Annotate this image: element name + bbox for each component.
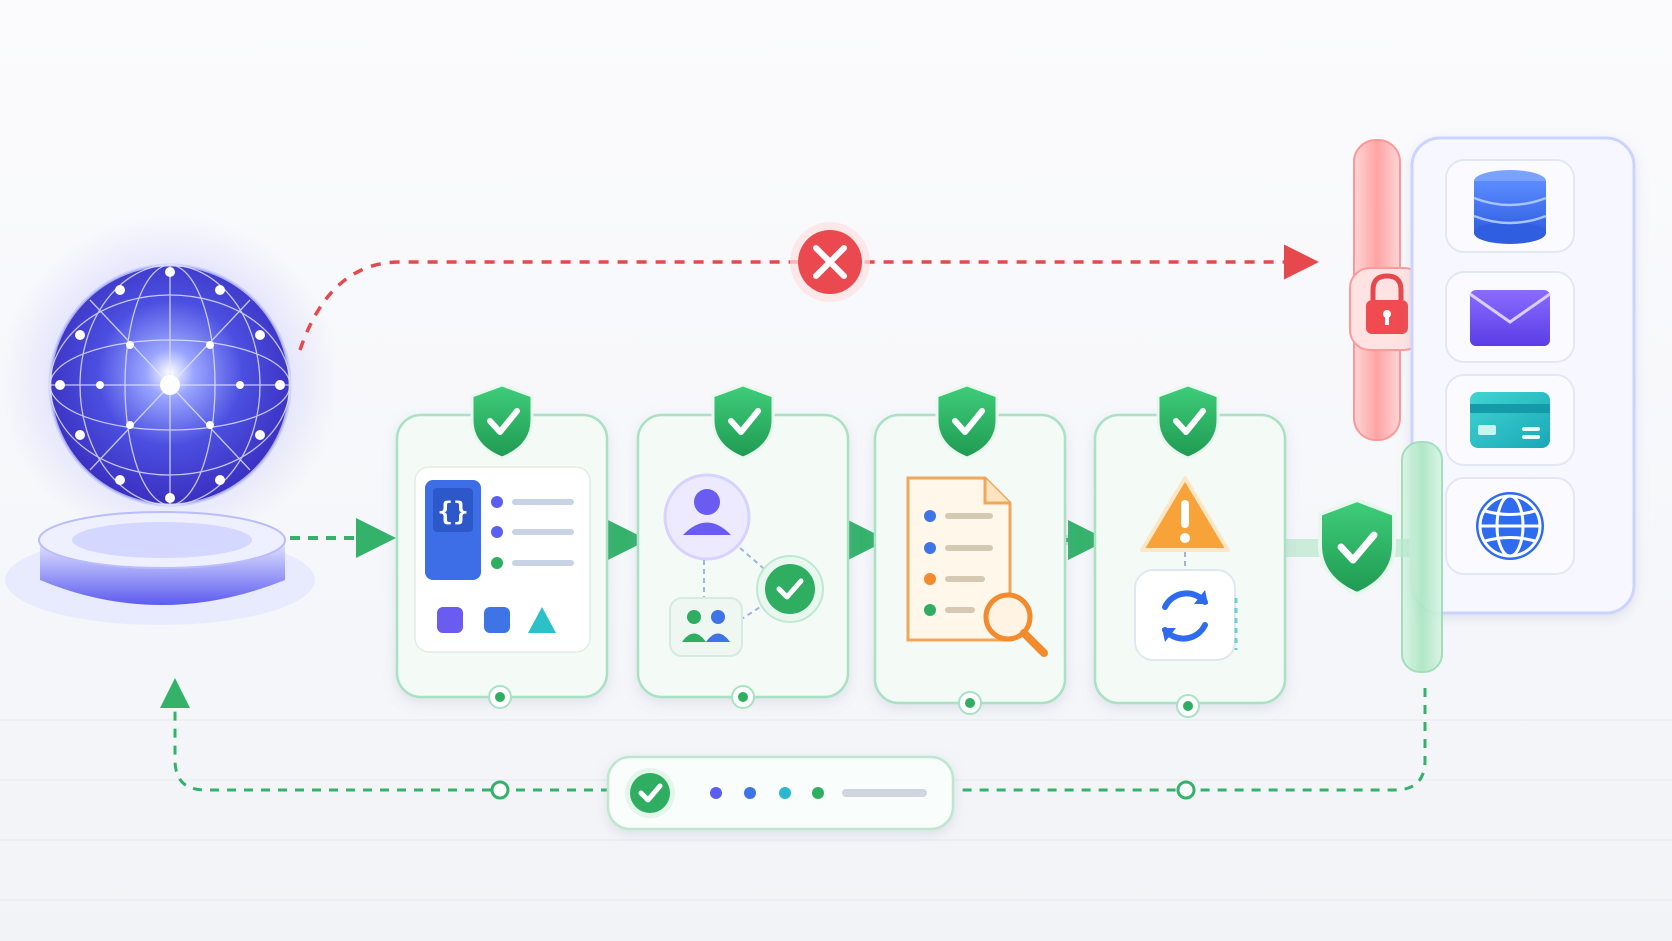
resource-card[interactable]	[1445, 374, 1575, 466]
user-verify-icon	[663, 473, 824, 657]
code-braces-icon: {}	[425, 480, 481, 580]
shield-check-icon	[1156, 383, 1220, 460]
lock-icon	[1366, 273, 1408, 334]
shield-check-icon	[711, 383, 775, 460]
return-path	[160, 678, 1427, 831]
warning-sync-icon	[1134, 476, 1238, 661]
network-globe-icon	[48, 263, 292, 507]
stage-card-schema[interactable]: {}	[395, 383, 609, 709]
stage-card-inspection[interactable]	[873, 383, 1067, 715]
database-icon	[1473, 170, 1547, 244]
shield-check-icon	[935, 383, 999, 460]
shield-check-icon	[470, 383, 534, 460]
resource-panel	[1410, 136, 1636, 615]
credit-card-icon	[1470, 392, 1550, 448]
gate-shield	[1318, 497, 1396, 597]
x-icon	[790, 222, 870, 302]
resource-database[interactable]	[1445, 159, 1575, 253]
blocked-path	[298, 222, 1319, 351]
firewall	[1349, 139, 1425, 441]
stage-card-remediation[interactable]	[1093, 383, 1287, 718]
stage-card-identity[interactable]	[636, 383, 850, 709]
svg-text:{}: {}	[437, 497, 468, 527]
resource-mail[interactable]	[1445, 271, 1575, 363]
check-circle-icon	[625, 768, 675, 818]
globe-icon	[1476, 492, 1544, 560]
resource-web[interactable]	[1445, 477, 1575, 575]
source-node	[0, 215, 340, 625]
shield-check-icon	[1318, 497, 1396, 597]
document-search-icon	[906, 476, 1048, 657]
mail-icon	[1469, 290, 1551, 346]
